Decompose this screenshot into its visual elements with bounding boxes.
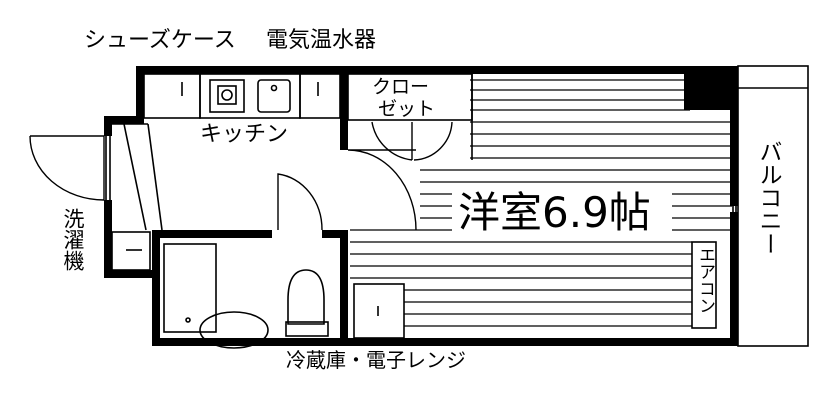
- thin-lines: [105, 65, 809, 347]
- door-swing-icon: [29, 121, 453, 231]
- closet-label-line1: クロー: [372, 76, 430, 98]
- closet-label-line2: ゼット: [378, 98, 436, 120]
- fridge-microwave-label: 冷蔵庫・電子レンジ: [286, 348, 466, 372]
- balcony-label: バルコニー: [755, 140, 781, 255]
- bathtub-icon: [163, 243, 269, 349]
- floor-stripes: [350, 79, 732, 327]
- sink-icon: [209, 79, 291, 113]
- shoes-case-label: シューズケース: [84, 28, 236, 53]
- western-room-label: 洋室6.9帖: [452, 192, 657, 234]
- toilet-icon: [285, 269, 329, 337]
- water-heater-label: 電気温水器: [266, 28, 377, 53]
- aircon-label: エアコン: [695, 246, 715, 314]
- washer-label: 洗濯機: [61, 208, 85, 271]
- kitchen-label: キッチン: [200, 122, 289, 147]
- walls: [104, 66, 738, 346]
